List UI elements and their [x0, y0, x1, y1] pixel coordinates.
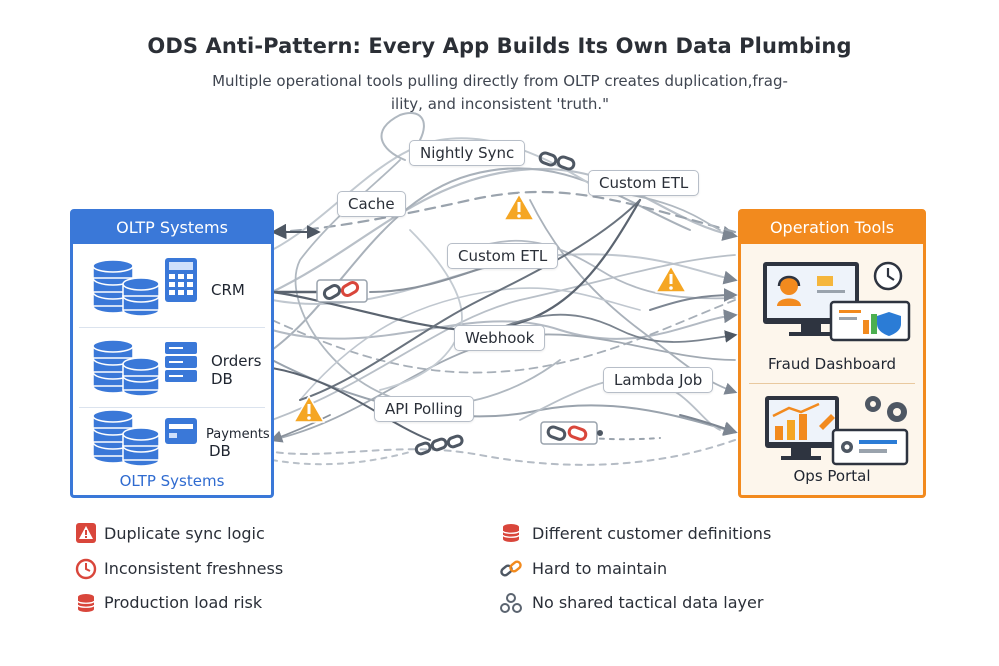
tool-label-fraud-dashboard: Fraud Dashboard: [767, 355, 897, 373]
wire: [380, 112, 425, 161]
database-icon: [77, 594, 95, 612]
database-icon: [92, 260, 160, 317]
ops-panel-divider: [749, 383, 915, 384]
calculator-icon: [165, 258, 197, 302]
broken-link-icon: [414, 434, 464, 456]
oltp-row-orders-db: Orders DB: [79, 330, 265, 408]
wire: [271, 299, 736, 374]
label-lambda-job: Lambda Job: [603, 367, 714, 393]
broken-link-icon: [540, 421, 603, 445]
wire: [271, 309, 738, 340]
legend-inconsistent-freshness: Inconsistent freshness: [104, 559, 284, 578]
label-custom-etl-top: Custom ETL: [588, 170, 700, 196]
server-rack-icon: [165, 342, 197, 382]
label-custom-etl-mid: Custom ETL: [447, 243, 559, 269]
oltp-row-crm: CRM: [79, 250, 265, 328]
tool-label-ops-portal: Ops Portal: [793, 467, 871, 485]
diagram-subtitle: Multiple operational tools pulling direc…: [140, 70, 860, 116]
warning-triangle-icon: [503, 193, 535, 221]
wire: [271, 451, 411, 466]
wire: [469, 239, 736, 300]
legend-hard-to-maintain: Hard to maintain: [532, 559, 668, 578]
wire: [269, 414, 331, 443]
label-api-polling: API Polling: [374, 396, 474, 422]
subtitle-line-2: ility, and inconsistent 'truth.": [390, 95, 610, 113]
wire: [270, 167, 739, 294]
subtitle-line-1: Multiple operational tools pulling direc…: [212, 72, 788, 90]
warning-triangle-icon: [655, 265, 687, 293]
oltp-label-crm: CRM: [211, 281, 245, 299]
database-icon: [502, 524, 520, 542]
operation-tools-title: Operation Tools: [741, 212, 923, 244]
card-reader-icon: [165, 418, 197, 444]
wire: [679, 414, 738, 435]
ops-portal-icon: [765, 396, 909, 466]
label-cache: Cache: [337, 191, 406, 217]
oltp-label-payments-db: DB: [209, 442, 231, 460]
network-icon: [500, 593, 522, 613]
diagram-title: ODS Anti-Pattern: Every App Builds Its O…: [147, 34, 852, 58]
legend-production-load-risk: Production load risk: [104, 593, 263, 612]
legend-no-shared-tactical-data-layer: No shared tactical data layer: [532, 593, 764, 612]
wire: [649, 288, 738, 311]
label-nightly-sync: Nightly Sync: [409, 140, 526, 166]
oltp-systems-footer: OLTP Systems: [119, 472, 225, 490]
legend-different-customer-definitions: Different customer definitions: [532, 524, 772, 543]
clock-icon: [75, 558, 97, 580]
database-icon: [92, 410, 160, 467]
wire: [299, 199, 641, 401]
broken-link-icon: [316, 279, 368, 303]
oltp-row-payments-db: Payments DB: [79, 410, 270, 470]
warning-triangle-icon: [293, 395, 325, 423]
wire: [299, 287, 641, 401]
warning-triangle-icon: [76, 523, 96, 543]
legend-duplicate-sync-logic: Duplicate sync logic: [104, 524, 265, 543]
oltp-label-orders-db: DB: [211, 370, 233, 388]
wire: [271, 254, 736, 421]
broken-link-icon: [538, 151, 576, 171]
database-icon: [92, 340, 160, 397]
broken-link-icon: [500, 560, 522, 577]
wire: [273, 439, 736, 466]
oltp-systems-panel: OLTP Systems CRM: [70, 209, 274, 498]
wire: [270, 190, 737, 240]
wire: [469, 313, 738, 343]
oltp-label-orders: Orders: [211, 352, 262, 370]
fraud-dashboard-icon: [763, 261, 911, 342]
oltp-label-payments: Payments: [206, 427, 270, 442]
label-webhook: Webhook: [454, 325, 546, 351]
oltp-systems-title: OLTP Systems: [73, 212, 271, 244]
operation-tools-panel: Operation Tools Fraud Dashboard: [738, 209, 926, 498]
wire: [271, 367, 431, 441]
